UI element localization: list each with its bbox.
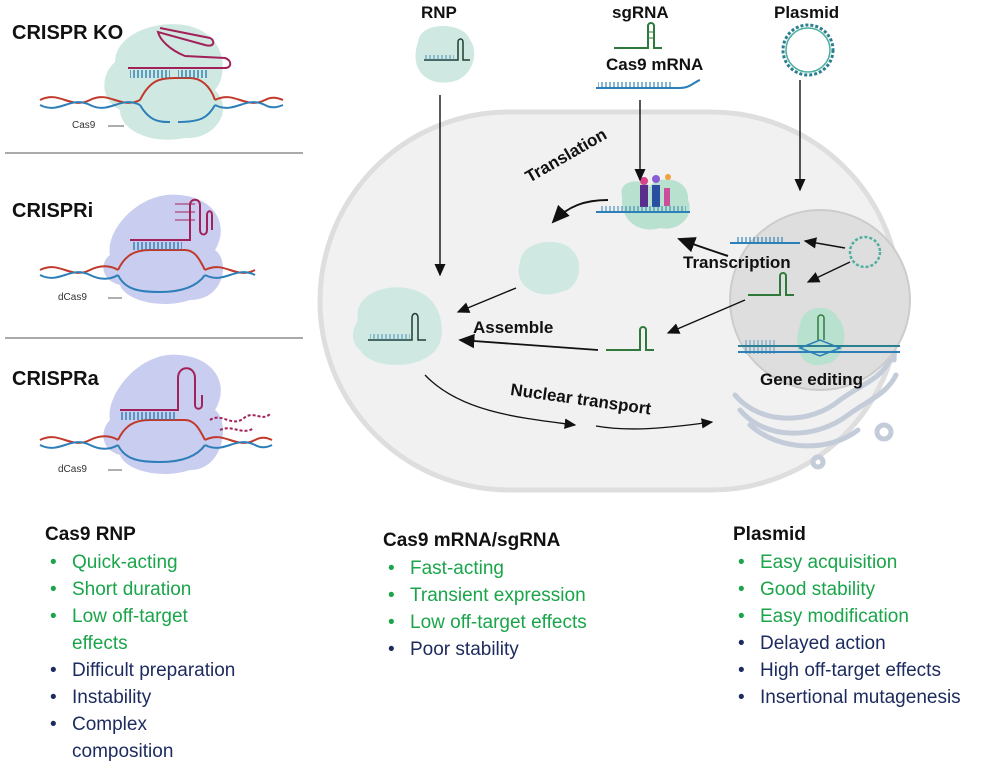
disadvantage-item: Complex [45, 711, 235, 738]
list-plasmid: Plasmid Easy acquisitionGood stabilityEa… [733, 524, 961, 711]
translation-arrow [551, 199, 609, 224]
disadvantage-item: Instability [45, 684, 235, 711]
dcas9-label: dCas9 [58, 464, 87, 475]
advantage-item: effects [72, 633, 128, 654]
label-gene-editing: Gene editing [760, 370, 863, 389]
list-items: Fast-actingTransient expressionLow off-t… [383, 555, 587, 663]
assemble-arrow [458, 333, 599, 351]
disadvantage-item: composition [72, 741, 174, 762]
list-cas9-mrna-sgrna: Cas9 mRNA/sgRNA Fast-actingTransient exp… [383, 530, 587, 663]
label-cas9-mrna: Cas9 mRNA [606, 55, 704, 74]
advantage-item: Short duration [45, 576, 235, 603]
nuclear-transport-arrow [424, 374, 577, 429]
advantage-item: Quick-acting [45, 549, 235, 576]
cas9-label: Cas9 [72, 120, 96, 131]
list-title: Plasmid [733, 524, 806, 545]
disadvantage-item: Delayed action [733, 630, 961, 657]
panel-title-crispr-ko: CRISPR KO [12, 22, 124, 44]
list-items: Quick-actingShort durationLow off-target… [45, 549, 235, 765]
plasmid-to-mrna-arrow [803, 237, 846, 249]
transcribed-mrna [730, 237, 800, 244]
protein-to-rnp-arrow [456, 287, 517, 313]
label-transcription: Transcription [683, 253, 791, 272]
crispra-illustration [39, 354, 273, 475]
cas9-mrna-outside [596, 79, 701, 89]
nuclear-transport-arrow-2 [595, 418, 714, 430]
transcribed-sgrna [748, 272, 794, 296]
disadvantage-item: Poor stability [383, 636, 587, 663]
disadvantage-item: Difficult preparation [45, 657, 235, 684]
rnp-inside [353, 287, 442, 366]
ribosome-complex [596, 174, 690, 230]
sgrna-outside [614, 22, 662, 49]
label-sgrna: sgRNA [612, 3, 669, 22]
plasmid-outside [781, 23, 835, 77]
dcas9-label: dCas9 [58, 292, 87, 303]
sgrna-cytoplasm [606, 326, 654, 351]
advantage-item: Easy acquisition [733, 549, 961, 576]
disadvantage-item: High off-target effects [733, 657, 961, 684]
advantage-item: Good stability [733, 576, 961, 603]
list-title: Cas9 RNP [45, 524, 136, 545]
gene-editing-complex [738, 307, 900, 366]
rnp-outside [415, 26, 475, 83]
list-title: Cas9 mRNA/sgRNA [383, 530, 561, 551]
advantage-item: Low off-target [45, 603, 235, 630]
transcription-arrow [677, 237, 729, 257]
advantage-item: Low off-target effects [383, 609, 587, 636]
disadvantage-item: Insertional mutagenesis [733, 684, 961, 711]
plasmid-in-nucleus [848, 235, 882, 269]
panel-title-crispri: CRISPRi [12, 200, 94, 222]
crispri-illustration [39, 194, 256, 305]
label-rnp: RNP [421, 3, 457, 22]
cas9-protein-shape [104, 24, 224, 140]
list-cas9-rnp: Cas9 RNP Quick-actingShort durationLow o… [45, 524, 235, 765]
advantage-item: Transient expression [383, 582, 587, 609]
crispr-ko-illustration [39, 24, 284, 140]
advantage-item: Fast-acting [383, 555, 587, 582]
list-items: Easy acquisitionGood stabilityEasy modif… [733, 549, 961, 711]
cas9-protein-inside [518, 241, 580, 295]
plasmid-to-sgrna-arrow [806, 261, 851, 283]
sgrna-export-arrow [666, 299, 746, 334]
panel-title-crispra: CRISPRa [12, 368, 99, 390]
advantage-item: Easy modification [733, 603, 961, 630]
label-assemble: Assemble [473, 318, 554, 337]
label-plasmid: Plasmid [774, 3, 840, 22]
